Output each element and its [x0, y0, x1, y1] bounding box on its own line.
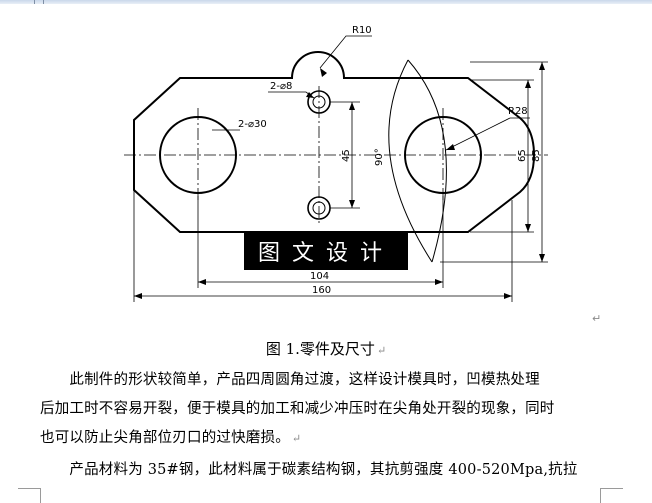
- paragraph-1-end-mark: ↵: [291, 432, 302, 445]
- dim45-arrow-bot: [349, 200, 355, 208]
- dim-r10: R10: [352, 25, 372, 36]
- paragraph-1-line-3: 也可以防止尖角部位刃口的过快磨损。↵: [40, 424, 600, 453]
- dim65-arrow-top: [525, 80, 531, 88]
- hole8-arrow: [306, 92, 314, 98]
- figure-caption: 图 1.零件及尺寸↵: [0, 338, 652, 359]
- dim-hole30: 2-⌀30: [238, 119, 267, 130]
- paragraph-2: 产品材料为 35#钢，此材料属于碳素结构钢，其抗剪强度 400-520Mpa,抗…: [40, 456, 600, 485]
- dim45-arrow-top: [349, 102, 355, 110]
- r10-leader: [319, 35, 372, 69]
- dim160-arrow-right: [504, 293, 512, 299]
- dim-104: 104: [310, 271, 329, 282]
- r28-leader: [445, 117, 530, 151]
- part-drawing: R10 2-⌀8 2-⌀30 R28 45 90° 65 85 104 160: [124, 25, 548, 302]
- paragraph-1-line-3-text: 也可以防止尖角部位刃口的过快磨损。: [40, 430, 290, 446]
- dim-65: 65: [517, 149, 528, 162]
- dim-160: 160: [312, 285, 331, 296]
- r28-arrow: [446, 144, 455, 150]
- dim-90deg: 90°: [374, 148, 385, 166]
- paragraph-1-line-1: 此制件的形状较简单，产品四周圆角过渡，这样设计模具时，凹模热处理: [40, 372, 540, 388]
- crop-mark-bottom-right: [600, 488, 623, 503]
- dim104-arrow-left: [198, 279, 206, 285]
- dim85-arrow-bot: [539, 254, 545, 262]
- crop-mark-bottom-left: [18, 488, 41, 503]
- dim-85: 85: [531, 149, 542, 162]
- dim-45: 45: [341, 149, 352, 162]
- paragraph-1-line-2: 后加工时不容易开裂，便于模具的加工和减少冲压时在尖角处开裂的现象，同时: [40, 401, 555, 417]
- return-mark: ↵: [376, 344, 387, 357]
- dim-r28: R28: [508, 106, 528, 117]
- window-top-corner: [34, 0, 44, 4]
- paragraph-2-line-1: 产品材料为 35#钢，此材料属于碳素结构钢，其抗剪强度 400-520Mpa,抗…: [40, 462, 578, 478]
- paragraph-1: 此制件的形状较简单，产品四周圆角过渡，这样设计模具时，凹模热处理 后加工时不容易…: [40, 366, 600, 453]
- dim-hole8: 2-⌀8: [270, 81, 292, 92]
- window-top-strip: [0, 0, 652, 4]
- r28-arc-left: [388, 59, 433, 263]
- dim65-arrow-bot: [525, 224, 531, 232]
- r10-arrow: [320, 68, 327, 77]
- part-outline: [133, 51, 536, 233]
- watermark-logo: 图文设计: [244, 232, 408, 270]
- return-mark-right: ↵: [592, 312, 602, 325]
- dim85-arrow-top: [539, 62, 545, 70]
- figure-caption-text: 图 1.零件及尺寸: [265, 340, 375, 358]
- r28-arc-right: [407, 59, 447, 263]
- dim104-arrow-right: [435, 279, 443, 285]
- dim160-arrow-left: [134, 293, 142, 299]
